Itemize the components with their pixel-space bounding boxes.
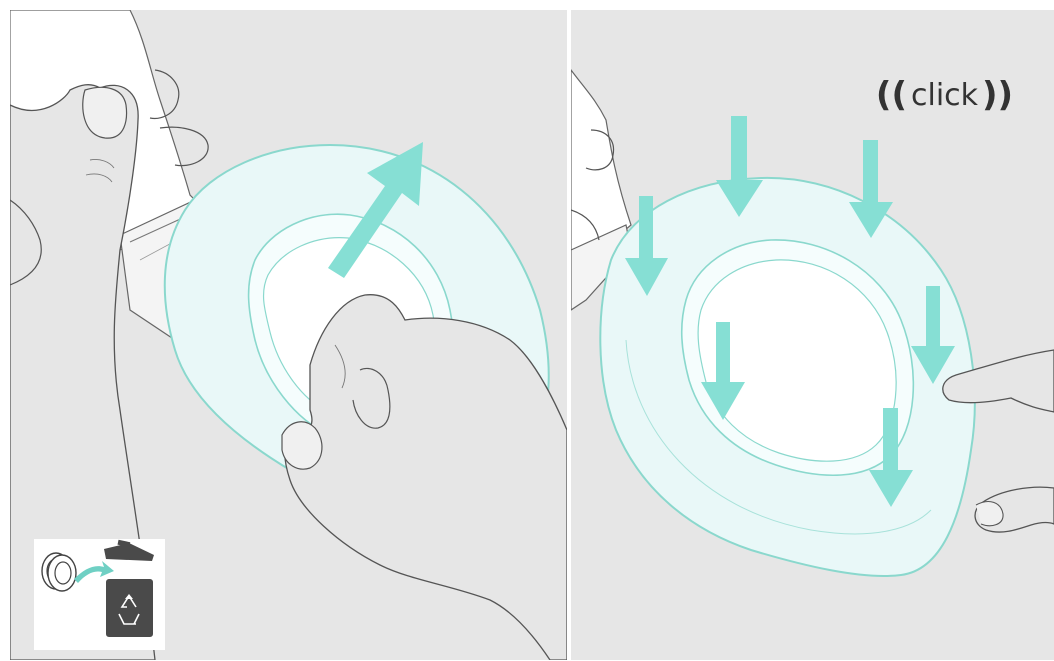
click-sound-label: (( click )) <box>877 70 1012 120</box>
click-word: click <box>911 78 978 113</box>
sound-wave-right: )) <box>982 75 1013 115</box>
disposal-inset <box>34 539 165 650</box>
earpad-icon <box>42 553 76 591</box>
sound-wave-left: (( <box>876 75 907 115</box>
step-remove-panel <box>10 10 567 660</box>
step-attach-panel: (( click )) <box>571 10 1054 660</box>
trash-bin-icon <box>104 540 154 637</box>
